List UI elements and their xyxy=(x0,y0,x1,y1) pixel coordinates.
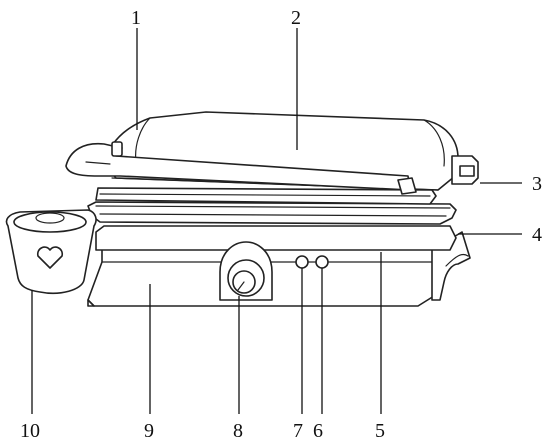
callout-1: 1 xyxy=(131,7,141,29)
drip-tray xyxy=(5,209,97,295)
callout-4: 4 xyxy=(532,224,542,246)
hinge-plate xyxy=(95,187,437,205)
drip-channel xyxy=(87,201,457,225)
callout-8: 8 xyxy=(233,420,243,442)
callout-3: 3 xyxy=(532,173,542,195)
callout-10: 10 xyxy=(20,420,40,442)
callout-7: 7 xyxy=(293,420,303,442)
handle xyxy=(65,141,417,195)
callout-labels: 1 2 3 4 5 6 7 8 9 10 xyxy=(20,7,542,442)
callout-2: 2 xyxy=(291,7,301,29)
hinge-release xyxy=(451,155,479,185)
lower-plate-housing xyxy=(95,225,457,251)
temperature-knob xyxy=(219,241,273,301)
callout-6: 6 xyxy=(313,420,323,442)
indicator-lights xyxy=(295,255,329,269)
leader-lines xyxy=(31,28,522,414)
callout-5: 5 xyxy=(375,420,385,442)
callout-9: 9 xyxy=(144,420,154,442)
